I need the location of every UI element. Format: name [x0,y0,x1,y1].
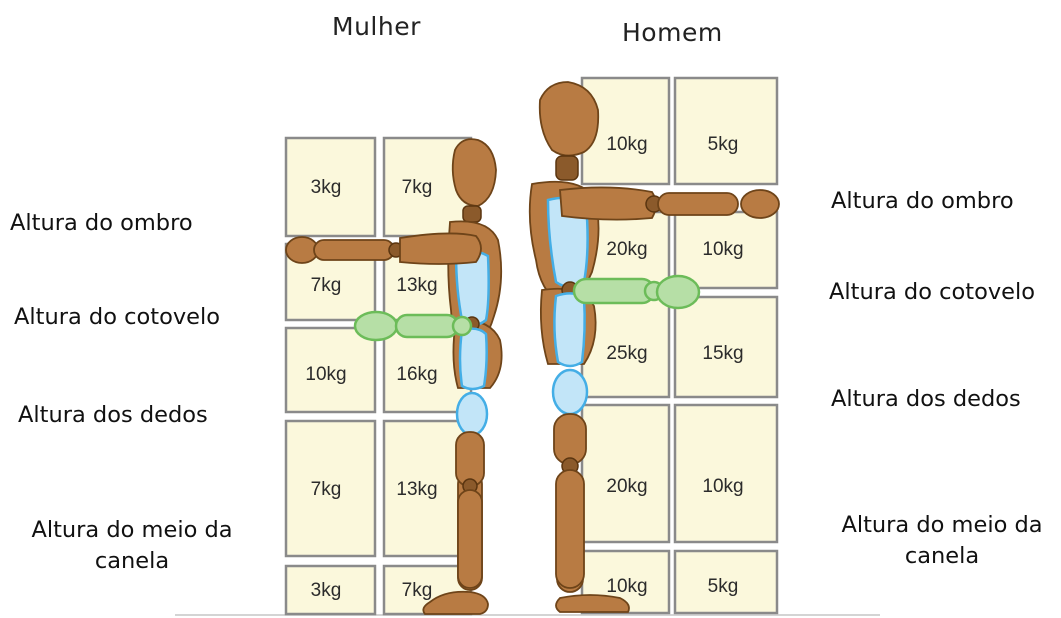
man-weight-below-shin-far: 5kg [708,576,739,597]
man-weight-below-shin-near: 10kg [606,576,647,597]
man-forearm-hand-highlight [657,276,699,308]
man-weight-shoulder-elbow-far: 10kg [702,239,743,260]
woman-box-fingers-shin-near: 7kg [286,421,375,556]
woman-weight-elbow-fingers-near: 10kg [305,364,346,385]
man-foot [556,595,629,612]
woman-box-elbow-fingers-near: 10kg [286,328,375,412]
woman-weight-above-shoulder-near: 3kg [311,177,342,198]
man-weight-above-shoulder-near: 10kg [606,134,647,155]
woman-hand-highlight [457,393,487,435]
man-weight-fingers-shin-near: 20kg [606,476,647,497]
woman-weight-shoulder-elbow-near: 7kg [311,275,342,296]
woman-thigh [456,432,484,486]
woman-weight-below-shin-near: 3kg [311,580,342,601]
man-outstretched-upper-arm [560,187,656,219]
woman-shin [458,490,482,588]
woman-forearm-elbow-highlight [453,317,471,335]
man-weight-above-shoulder-far: 5kg [708,134,739,155]
woman-box-above-shoulder-near: 3kg [286,138,375,236]
man-weight-grid: 10kg 5kg 20kg 10kg 25kg 15kg 20kg 10kg 1… [582,78,777,613]
woman-weight-elbow-fingers-far: 16kg [396,364,437,385]
man-head [540,82,598,156]
man-weight-elbow-fingers-near: 25kg [606,343,647,364]
man-box-shoulder-elbow-far: 10kg [675,212,777,288]
woman-weight-fingers-shin-near: 7kg [311,479,342,500]
man-outstretched-hand [741,190,779,218]
woman-head [453,139,496,206]
man-weight-elbow-fingers-far: 15kg [702,343,743,364]
man-hand-highlight [553,370,587,414]
woman-weight-fingers-shin-far: 13kg [396,479,437,500]
woman-forearm-hand-highlight [355,312,397,340]
man-weight-fingers-shin-far: 10kg [702,476,743,497]
man-box-fingers-shin-near: 20kg [582,405,669,542]
woman-neck [463,206,481,222]
man-thigh [554,414,586,464]
woman-weight-shoulder-elbow-far: 13kg [396,275,437,296]
man-box-fingers-shin-far: 10kg [675,405,777,542]
woman-outstretched-upper-arm [400,233,481,264]
woman-forearm-highlight [396,315,458,337]
woman-outstretched-forearm [314,240,394,260]
woman-weight-below-shin-far: 7kg [402,580,433,601]
woman-box-below-shin-near: 3kg [286,566,375,614]
woman-weight-grid: 3kg 7kg 7kg 13kg 10kg 16kg 7kg 13kg 3kg … [286,138,471,614]
man-outstretched-forearm [658,193,738,215]
man-shin [556,470,584,588]
man-forearm-highlight [574,279,654,303]
woman-lower-arm-highlight [460,329,487,389]
man-neck [556,156,578,180]
man-box-elbow-fingers-far: 15kg [675,297,777,397]
man-box-below-shin-far: 5kg [675,551,777,613]
man-lower-arm-highlight [554,293,584,366]
man-weight-shoulder-elbow-near: 20kg [606,239,647,260]
man-box-above-shoulder-far: 5kg [675,78,777,184]
woman-weight-above-shoulder-far: 7kg [402,177,433,198]
